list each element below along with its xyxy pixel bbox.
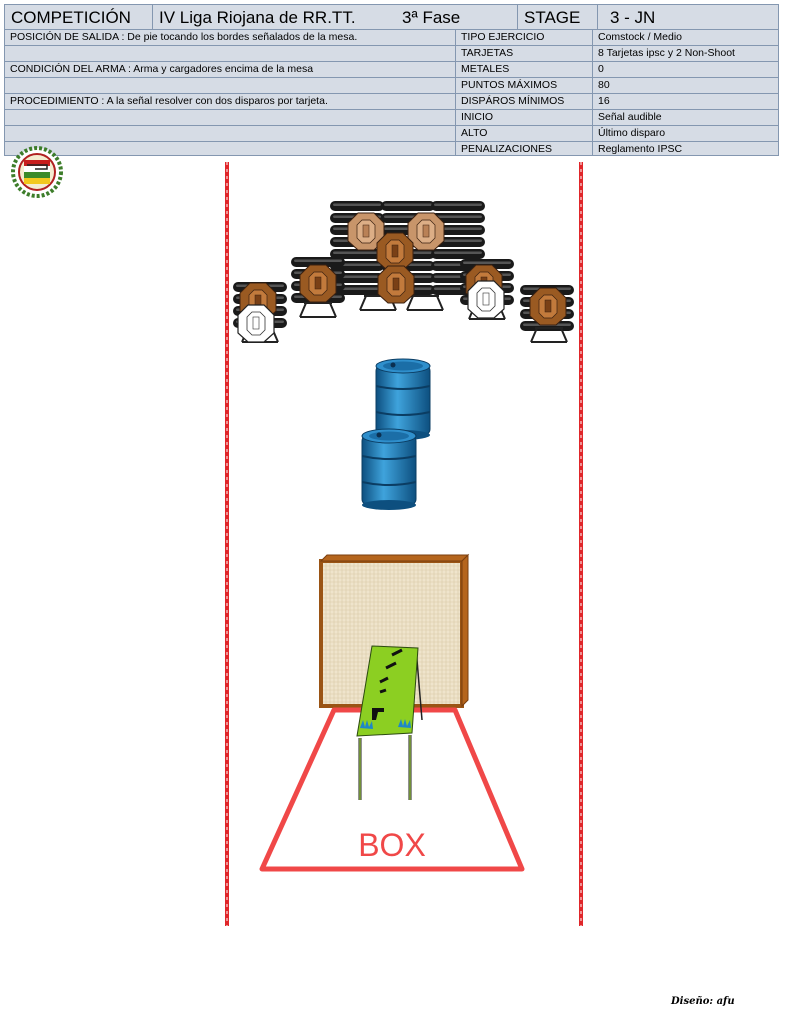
club-logo <box>11 146 63 198</box>
left-row-4 <box>5 78 456 94</box>
stage-value: 3 - JN <box>598 5 778 30</box>
start-table <box>356 645 423 800</box>
no-shoot-target-2 <box>467 280 505 319</box>
param-value-metales: 0 <box>593 62 778 78</box>
param-value-penalizaciones: Reglamento IPSC <box>598 143 683 155</box>
left-row-5: PROCEDIMIENTO : A la señal resolver con … <box>5 94 456 110</box>
param-label-puntos: PUNTOS MÁXIMOS <box>456 78 593 94</box>
param-value-tipo: Comstock / Medio <box>593 30 778 46</box>
barrel-upper <box>375 358 431 441</box>
left-row-1: POSICIÓN DE SALIDA : De pie tocando los … <box>5 30 456 46</box>
param-value-puntos: 80 <box>593 78 778 94</box>
param-value-disparos: 16 <box>593 94 778 110</box>
stage-header-table: COMPETICIÓN IV Liga Riojana de RR.TT. 3ª… <box>4 4 779 156</box>
param-label-disparos: DISPÁROS MÍNIMOS <box>456 94 593 110</box>
param-value-alto: Último disparo <box>593 126 778 142</box>
left-row-6 <box>5 110 456 126</box>
param-label-metales: METALES <box>456 62 593 78</box>
stage-label: STAGE <box>518 5 598 30</box>
ipsc-target-5 <box>299 264 337 303</box>
param-label-alto: ALTO <box>456 126 593 142</box>
param-label-tipo: TIPO EJERCICIO <box>456 30 593 46</box>
param-label-inicio: INICIO <box>456 110 593 126</box>
no-shoot-target-1 <box>237 304 275 343</box>
left-row-7 <box>5 126 456 142</box>
competition-label: COMPETICIÓN <box>5 5 153 30</box>
designer-signature: Diseño: afu <box>671 996 735 1007</box>
ipsc-target-8 <box>529 287 567 326</box>
ipsc-target-4 <box>377 265 415 304</box>
barrel-lower <box>361 428 417 511</box>
param-value-tarjetas: 8 Tarjetas ipsc y 2 Non-Shoot <box>593 46 778 62</box>
param-label-penalizaciones: PENALIZACIONES <box>456 142 593 156</box>
ipsc-target-3 <box>376 232 414 271</box>
box-label: BOX <box>358 827 426 863</box>
phase-label: 3ª Fase <box>368 5 518 30</box>
left-row-8 <box>5 142 456 156</box>
shooting-box <box>259 707 525 872</box>
league-name: IV Liga Riojana de RR.TT. <box>153 5 368 30</box>
left-row-3: CONDICIÓN DEL ARMA : Arma y cargadores e… <box>5 62 456 78</box>
param-label-tarjetas: TARJETAS <box>456 46 593 62</box>
param-value-inicio: Señal audible <box>593 110 778 126</box>
left-row-2 <box>5 46 456 62</box>
